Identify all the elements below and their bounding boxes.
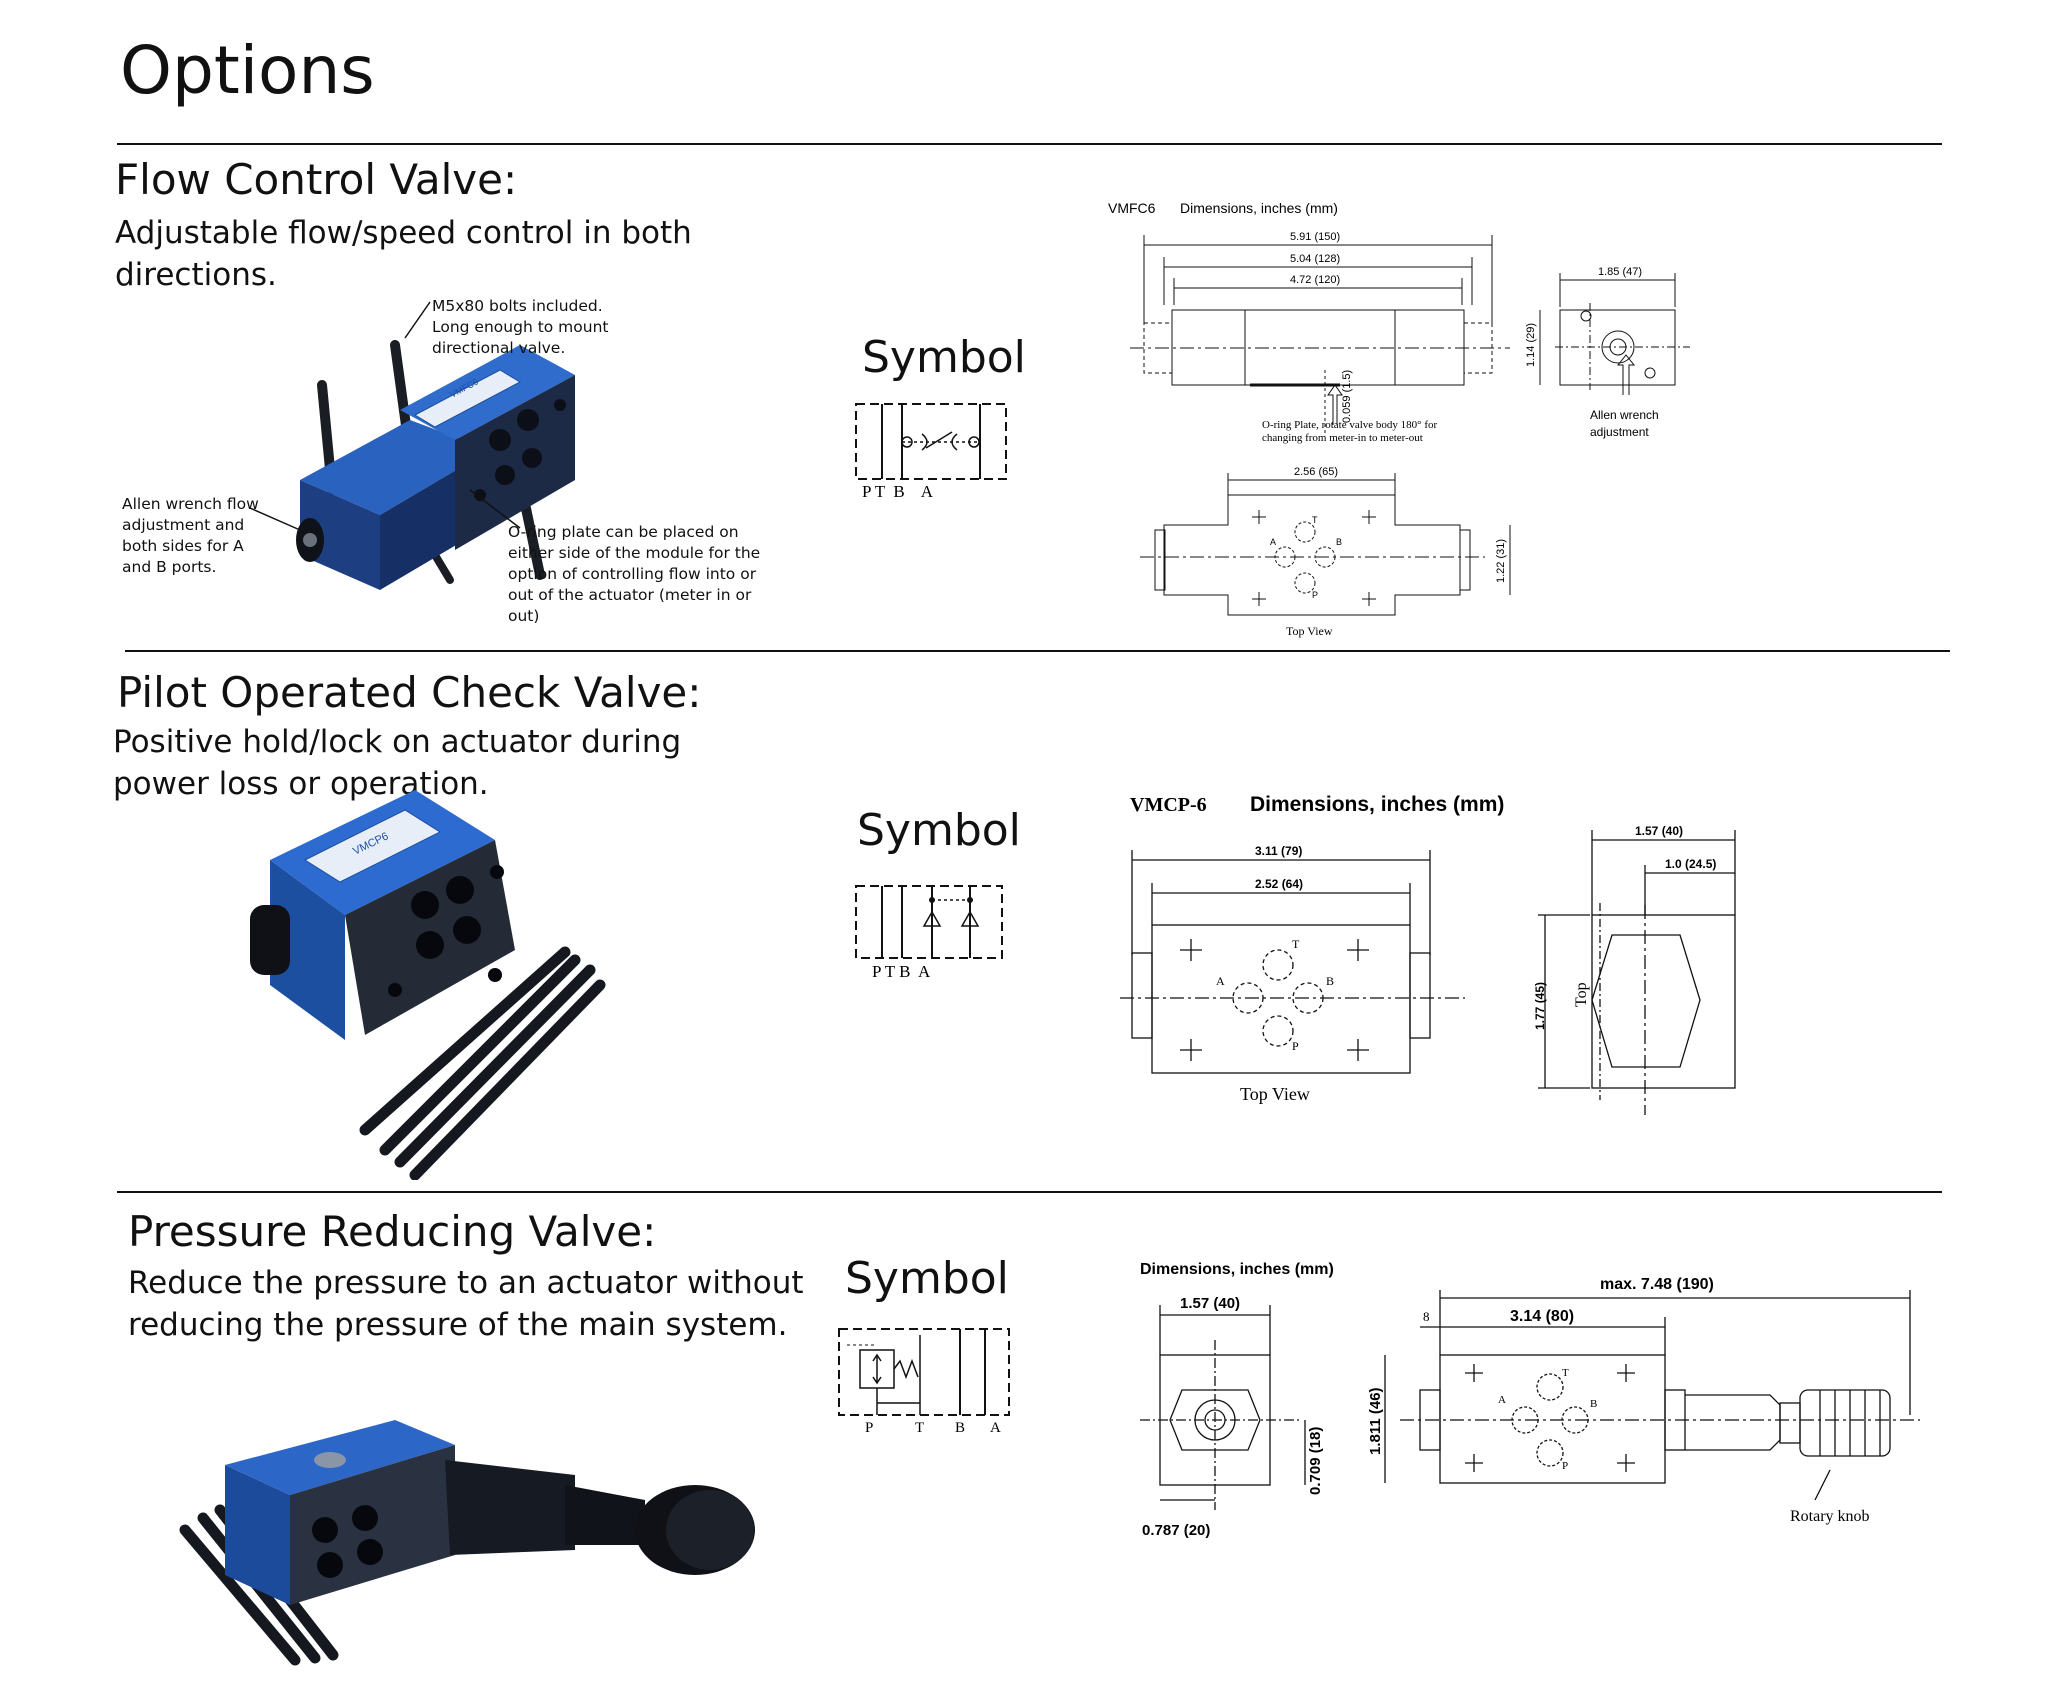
divider-top: [117, 143, 1942, 145]
port-label-a: A: [1270, 537, 1276, 547]
dim-offset-24: 1.0 (24.5): [1665, 857, 1716, 871]
flow-control-symbol-ports: P T B A: [862, 482, 934, 501]
vmcp6-drawing-title: Dimensions, inches (mm): [1250, 793, 1504, 816]
dim-overall-length: 5.91 (150): [1290, 231, 1340, 243]
pr-dim-8: 8: [1423, 1309, 1430, 1324]
vmfc6-drawing-title: Dimensions, inches (mm): [1180, 200, 1338, 216]
section-description-flow-control: Adjustable flow/speed control in both di…: [115, 215, 692, 293]
pr-dim-max-length: max. 7.48 (190): [1600, 1276, 1714, 1293]
top-side-label: Top: [1573, 982, 1590, 1007]
pr-symbol-port-b: B: [955, 1420, 965, 1435]
pr-port-label-b: B: [1590, 1398, 1597, 1410]
divider-1: [125, 650, 1950, 652]
pr-dim-half-width: 0.787 (20): [1142, 1522, 1210, 1539]
port-label-t: T: [1312, 515, 1318, 525]
pr-symbol-port-a: A: [990, 1420, 1001, 1435]
port-label-b-2: B: [1326, 974, 1334, 988]
symbol-label-pressure-reducing: Symbol: [845, 1253, 1009, 1304]
dim-top-height: 1.22 (31): [1495, 539, 1507, 583]
vmcp6-model-label: VMCP-6: [1130, 794, 1207, 816]
allen-note-line-1: Allen wrench: [1590, 408, 1659, 422]
dim-oring-thickness: 0.059 (1.5): [1341, 370, 1353, 423]
vmfc6-model-label: VMFC6: [1108, 200, 1156, 216]
allen-note-line-2: adjustment: [1590, 425, 1649, 439]
oring-note-line-2: changing from meter-in to meter-out: [1262, 432, 1423, 444]
port-label-a-2: A: [1216, 974, 1225, 988]
dim-top-width: 2.56 (65): [1294, 466, 1338, 478]
callout-bolts-included: M5x80 bolts included. Long enough to mou…: [432, 297, 609, 357]
pr-port-label-a: A: [1498, 1394, 1506, 1406]
dim-height: 1.14 (29): [1525, 323, 1537, 367]
dim-height-45: 1.77 (45): [1533, 982, 1547, 1030]
pressure-reducing-dimension-drawing: Dimensions, inches (mm) 1.57 (40) 0.709: [1140, 1261, 1920, 1539]
pressure-reducing-valve-photo: [179, 1420, 755, 1666]
pilot-check-dimension-drawing: VMCP-6 Dimensions, inches (mm) 3.11 (79)…: [1120, 793, 1736, 1115]
top-view-label-2: Top View: [1240, 1084, 1310, 1104]
pr-port-label-t: T: [1562, 1367, 1569, 1379]
section-heading-flow-control: Flow Control Valve:: [115, 155, 518, 204]
pr-drawing-title: Dimensions, inches (mm): [1140, 1261, 1334, 1278]
dim-length-64: 2.52 (64): [1255, 877, 1303, 891]
pr-dim-body-length: 3.14 (80): [1510, 1308, 1574, 1325]
flow-control-dimension-drawing: VMFC6 Dimensions, inches (mm): [1108, 200, 1690, 638]
dim-width-40: 1.57 (40): [1635, 824, 1683, 838]
divider-2: [117, 1191, 1942, 1193]
dim-inner-length: 4.72 (120): [1290, 274, 1340, 286]
pr-port-label-p: P: [1562, 1460, 1568, 1472]
pilot-check-symbol: P T B A: [855, 885, 1003, 981]
port-label-p: P: [1312, 590, 1318, 600]
dim-body-length: 5.04 (128): [1290, 253, 1340, 265]
pilot-check-valve-photo: VMCP6: [250, 790, 606, 1180]
section-description-pressure-reducing: Reduce the pressure to an actuator witho…: [128, 1265, 804, 1343]
pr-dim-width: 1.57 (40): [1180, 1295, 1240, 1312]
oring-note-line-1: O-ring Plate, rotate valve body 180° for: [1262, 419, 1437, 431]
pr-symbol-port-p: P: [865, 1420, 873, 1435]
rotary-knob-label: Rotary knob: [1790, 1508, 1870, 1525]
port-label-t-2: T: [1292, 937, 1300, 951]
port-label-p-2: P: [1292, 1039, 1299, 1053]
symbol-label-pilot-check: Symbol: [857, 805, 1021, 856]
dim-end-width: 1.85 (47): [1598, 266, 1642, 278]
callout-allen-wrench: Allen wrench flow adjustment and both si…: [122, 495, 259, 576]
flow-control-symbol: P T B A: [855, 403, 1007, 501]
pilot-check-symbol-ports: P T B A: [872, 962, 931, 981]
pr-dim-half-height: 0.709 (18): [1307, 1427, 1324, 1495]
callout-oring-plate: O-ring plate can be placed on either sid…: [508, 523, 761, 625]
symbol-label-flow-control: Symbol: [862, 332, 1026, 383]
top-view-label: Top View: [1286, 624, 1333, 638]
port-label-b: B: [1336, 537, 1342, 547]
section-heading-pressure-reducing: Pressure Reducing Valve:: [128, 1207, 657, 1256]
flow-control-leader-lines: [250, 301, 521, 531]
page-title: Options: [120, 32, 375, 109]
pressure-reducing-symbol: P T B A: [838, 1328, 1010, 1435]
pr-dim-height: 1.811 (46): [1367, 1387, 1384, 1455]
section-heading-pilot-check: Pilot Operated Check Valve:: [117, 668, 702, 717]
flow-control-valve-photo: VMFC6: [296, 340, 575, 590]
pr-symbol-port-t: T: [915, 1420, 924, 1435]
dim-length-79: 3.11 (79): [1255, 844, 1302, 858]
section-description-pilot-check: Positive hold/lock on actuator during po…: [113, 724, 682, 802]
